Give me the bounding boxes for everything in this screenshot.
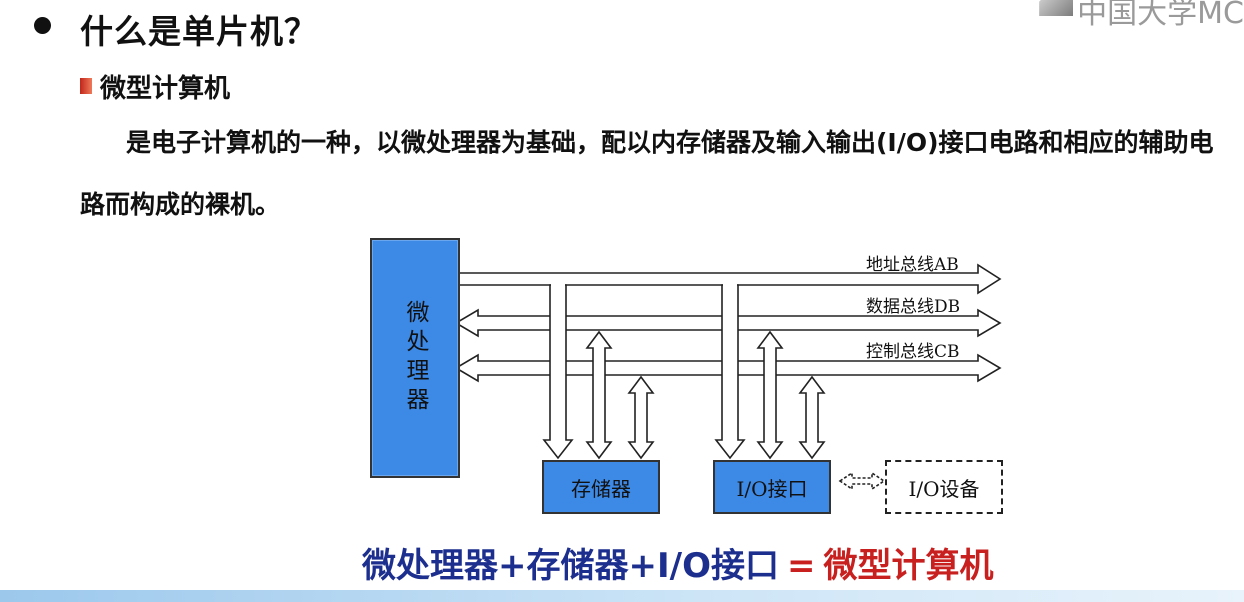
memory-data-connector [585,330,613,460]
summary-plus-2: + [628,546,658,586]
watermark-logo: 中国大学MC [1039,0,1244,31]
summary-part-io: I/O接口 [657,546,779,586]
io-control-connector [798,375,826,460]
watermark-icon [1039,0,1074,16]
io-interface-label: I/O接口 [736,476,808,501]
io-device-block: I/O设备 [885,460,1003,514]
memory-label: 存储器 [571,476,631,501]
summary-equals: = [786,546,816,586]
summary-plus-1: + [498,546,527,586]
bottom-band [0,590,1244,602]
memory-block: 存储器 [542,460,660,514]
slide-heading: 什么是单片机？ [80,12,318,51]
summary-result: 微型计算机 [823,546,994,586]
io-data-connector [756,330,784,460]
summary-equation: 微处理器+存储器+I/O接口=微型计算机 [362,538,993,587]
microprocessor-block: 微处理器 [370,238,460,478]
control-bus-label: 控制总线CB [866,342,960,362]
summary-part-microprocessor: 微处理器 [362,546,498,586]
address-bus-arrow [455,263,1002,295]
bullet-dot [34,17,51,34]
watermark-text: 中国大学MC [1077,0,1244,31]
address-bus-label: 地址总线AB [866,255,959,275]
subheading: 微型计算机 [100,74,231,104]
io-device-label: I/O设备 [908,476,980,501]
memory-address-connector [542,284,574,460]
memory-control-connector [627,375,655,460]
data-bus-label: 数据总线DB [866,297,961,317]
io-device-link-arrow [838,471,886,491]
microprocessor-label: 微处理器 [402,300,428,416]
io-address-connector [714,284,746,460]
summary-part-memory: 存储器 [526,546,629,586]
definition-text: 是电子计算机的一种，以微处理器为基础，配以内存储器及输入输出(I/O)接口电路和… [80,128,1214,219]
subheading-marker [80,78,92,94]
io-interface-block: I/O接口 [713,460,831,514]
